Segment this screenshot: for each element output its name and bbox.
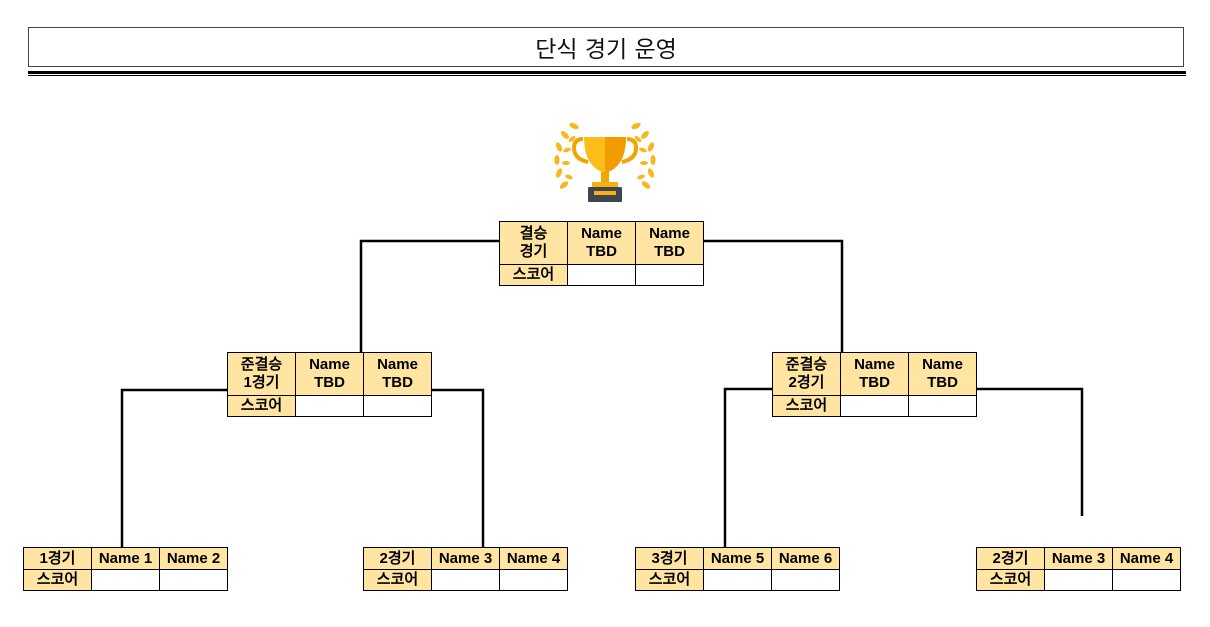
title-underline-thick bbox=[28, 71, 1186, 74]
match-label: 3경기 bbox=[635, 547, 704, 570]
page-title: 단식 경기 운영 bbox=[28, 27, 1184, 67]
player1-name[interactable]: Name 1 bbox=[91, 547, 160, 570]
player1-score-cell[interactable] bbox=[1044, 569, 1113, 591]
match-label: 1경기 bbox=[23, 547, 92, 570]
connector-final-left bbox=[359, 239, 499, 352]
player1-name[interactable]: Name 3 bbox=[431, 547, 500, 570]
player1-score-cell[interactable] bbox=[567, 264, 636, 286]
player1-score-cell[interactable] bbox=[703, 569, 772, 591]
player2-score-cell[interactable] bbox=[635, 264, 704, 286]
connector-final-right bbox=[704, 239, 844, 352]
connector-semi2-left bbox=[723, 387, 772, 547]
player1-score-cell[interactable] bbox=[295, 395, 364, 417]
page-title-text: 단식 경기 운영 bbox=[535, 37, 677, 63]
player1-score-cell[interactable] bbox=[840, 395, 909, 417]
player2-score-cell[interactable] bbox=[1112, 569, 1181, 591]
round1-match-2-table: 2경기 Name 3 Name 4 스코어 bbox=[363, 547, 568, 591]
player1-name[interactable]: Name 3 bbox=[1044, 547, 1113, 570]
player1-score-cell[interactable] bbox=[91, 569, 160, 591]
connector-semi2-right bbox=[976, 387, 1084, 516]
match-label: 2경기 bbox=[363, 547, 432, 570]
score-label: 스코어 bbox=[635, 569, 704, 591]
score-label: 스코어 bbox=[23, 569, 92, 591]
score-label: 스코어 bbox=[772, 395, 841, 417]
player2-name[interactable]: Name 6 bbox=[771, 547, 840, 570]
player2-score-cell[interactable] bbox=[908, 395, 977, 417]
player2-name[interactable]: Name 4 bbox=[499, 547, 568, 570]
player2-score-cell[interactable] bbox=[159, 569, 228, 591]
match-label: 2경기 bbox=[976, 547, 1045, 570]
score-label: 스코어 bbox=[363, 569, 432, 591]
connector-semi1-right bbox=[431, 388, 485, 547]
player2-score-cell[interactable] bbox=[363, 395, 432, 417]
player2-name[interactable]: Name 2 bbox=[159, 547, 228, 570]
score-label: 스코어 bbox=[976, 569, 1045, 591]
player1-name[interactable]: Name 5 bbox=[703, 547, 772, 570]
player2-score-cell[interactable] bbox=[771, 569, 840, 591]
round1-match-4-table: 2경기 Name 3 Name 4 스코어 bbox=[976, 547, 1181, 591]
trophy-with-laurel-icon bbox=[554, 122, 656, 202]
player1-score-cell[interactable] bbox=[431, 569, 500, 591]
connector-semi1-left bbox=[120, 388, 227, 547]
player2-name[interactable]: Name 4 bbox=[1112, 547, 1181, 570]
score-label: 스코어 bbox=[227, 395, 296, 417]
round1-match-1-table: 1경기 Name 1 Name 2 스코어 bbox=[23, 547, 228, 591]
round1-match-3-table: 3경기 Name 5 Name 6 스코어 bbox=[635, 547, 840, 591]
player2-score-cell[interactable] bbox=[499, 569, 568, 591]
score-label: 스코어 bbox=[499, 264, 568, 286]
title-underline-thin bbox=[28, 75, 1186, 76]
